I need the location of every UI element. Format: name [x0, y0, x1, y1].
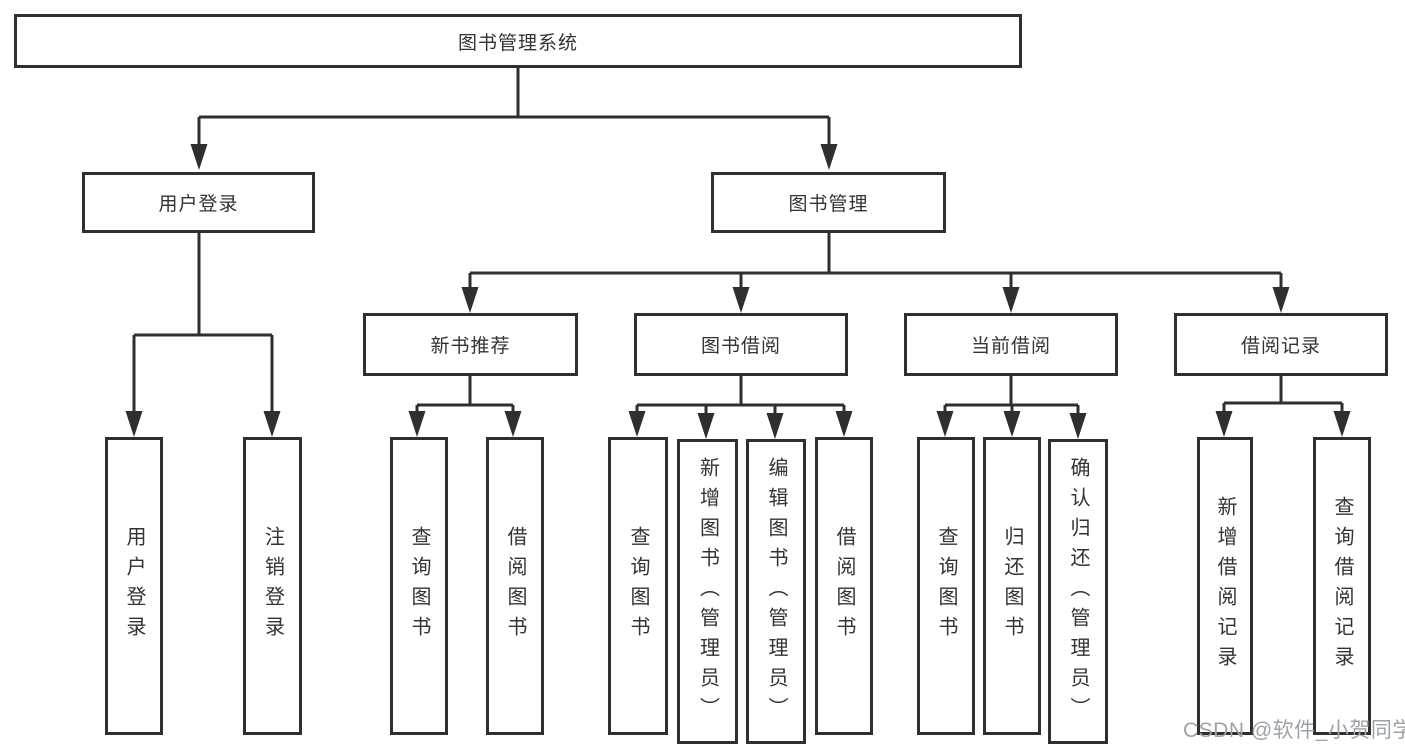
- node-borrow-books: 借阅图书: [815, 437, 873, 735]
- node-return-books: 归还图书: [983, 437, 1041, 735]
- node-library-management-system: 图书管理系统: [14, 14, 1022, 68]
- arrowheads: [125, 144, 1351, 439]
- node-book-borrowing: 图书借阅: [634, 313, 848, 376]
- node-label: 借阅图书: [833, 526, 855, 646]
- node-label: 新书推荐: [430, 336, 511, 357]
- node-logout: 注销登录: [243, 437, 302, 735]
- node-label: 新增图书（管理员）: [696, 456, 719, 727]
- node-edit-books-admin: 编辑图书（管理员）: [746, 439, 806, 744]
- node-label: 用户登录: [158, 194, 239, 215]
- node-label: 图书管理: [788, 194, 869, 215]
- node-label: 归还图书: [1001, 526, 1023, 646]
- node-query-borrow-record: 查询借阅记录: [1313, 437, 1371, 735]
- node-query-books-current: 查询图书: [917, 437, 975, 735]
- node-label: 图书管理系统: [457, 32, 578, 54]
- node-label: 查询借阅记录: [1331, 496, 1353, 676]
- node-user-login: 用户登录: [105, 437, 163, 735]
- node-query-books-recommend: 查询图书: [390, 437, 448, 735]
- node-label: 当前借阅: [970, 336, 1051, 357]
- node-label: 编辑图书（管理员）: [765, 456, 787, 727]
- csdn-watermark: CSDN @软件_小贺同学: [1183, 719, 1405, 742]
- node-new-book-recommendation: 新书推荐: [363, 313, 578, 376]
- node-label: 新增借阅记录: [1214, 496, 1236, 676]
- node-add-books-admin: 新增图书（管理员）: [677, 439, 738, 744]
- node-label: 注销登录: [261, 526, 284, 646]
- node-user-login-group: 用户登录: [82, 172, 315, 233]
- node-label: 用户登录: [123, 526, 145, 646]
- node-borrowing-records: 借阅记录: [1174, 313, 1388, 376]
- node-label: 确认归还（管理员）: [1067, 456, 1089, 727]
- node-label: 借阅图书: [504, 526, 526, 646]
- node-current-borrowing: 当前借阅: [904, 313, 1118, 376]
- node-query-books-borrow: 查询图书: [608, 437, 668, 735]
- node-book-management: 图书管理: [711, 172, 946, 233]
- node-label: 查询图书: [935, 526, 957, 646]
- node-label: 图书借阅: [700, 336, 781, 357]
- node-add-borrow-record: 新增借阅记录: [1197, 437, 1253, 735]
- node-label: 查询图书: [408, 526, 430, 646]
- node-confirm-return-admin: 确认归还（管理员）: [1048, 439, 1108, 744]
- node-label: 查询图书: [627, 526, 649, 646]
- node-borrow-books-recommend: 借阅图书: [486, 437, 544, 735]
- node-label: 借阅记录: [1240, 336, 1321, 357]
